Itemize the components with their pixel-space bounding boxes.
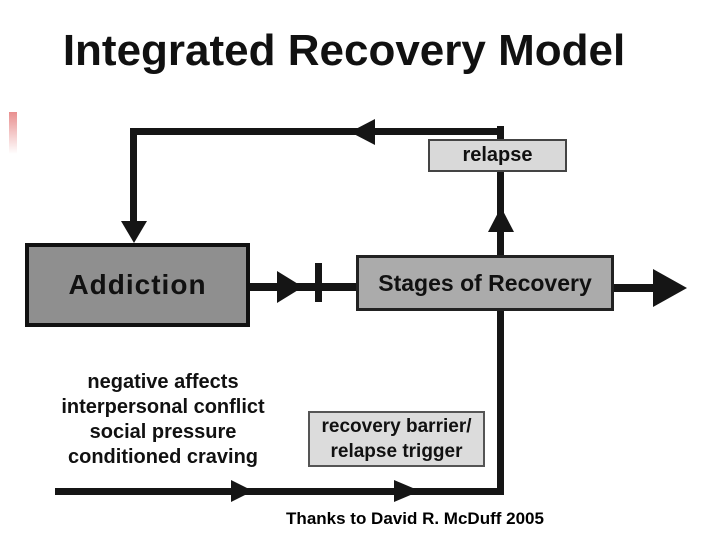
stages-of-recovery-box: Stages of Recovery bbox=[356, 255, 614, 311]
relapse-factors-list: negative affects interpersonal conflict … bbox=[30, 370, 296, 470]
stages-output-line bbox=[612, 284, 660, 292]
stages-of-recovery-box-label: Stages of Recovery bbox=[378, 269, 592, 296]
factor-item: negative affects bbox=[87, 371, 239, 393]
credit-text: Thanks to David R. McDuff 2005 bbox=[286, 509, 544, 528]
factor-item: conditioned craving bbox=[67, 446, 259, 468]
factor-item: social pressure bbox=[89, 421, 237, 443]
arrowhead-up-icon bbox=[488, 207, 514, 232]
arrowhead-down-icon bbox=[121, 221, 147, 243]
slide-edge-artifact bbox=[9, 112, 17, 154]
bottom-path-line bbox=[55, 488, 504, 495]
feedback-loop-horizontal-line bbox=[130, 128, 504, 135]
barrier-tick-mark bbox=[315, 263, 322, 302]
addiction-to-stages-line bbox=[249, 283, 359, 291]
arrowhead-right-mid-icon bbox=[277, 271, 303, 303]
arrowhead-left-icon bbox=[350, 119, 375, 145]
feedback-loop-vertical-line bbox=[130, 128, 137, 230]
factor-item: interpersonal conflict bbox=[61, 396, 265, 418]
recovery-barrier-box-line2: relapse trigger bbox=[330, 441, 463, 462]
stages-to-bottom-line bbox=[497, 310, 504, 495]
addiction-box-label: Addiction bbox=[68, 269, 207, 300]
relapse-box: relapse bbox=[428, 139, 567, 172]
stages-to-relapse-line bbox=[497, 126, 504, 261]
arrowhead-right-output-icon bbox=[653, 269, 687, 307]
page-title: Integrated Recovery Model bbox=[62, 26, 626, 75]
relapse-box-label: relapse bbox=[462, 144, 533, 166]
arrowhead-right-bottom2-icon bbox=[394, 480, 420, 502]
recovery-barrier-box: recovery barrier/ relapse trigger bbox=[308, 411, 485, 467]
recovery-barrier-box-line1: recovery barrier/ bbox=[321, 416, 472, 437]
arrowhead-right-bottom1-icon bbox=[231, 480, 253, 502]
addiction-box: Addiction bbox=[25, 243, 250, 327]
